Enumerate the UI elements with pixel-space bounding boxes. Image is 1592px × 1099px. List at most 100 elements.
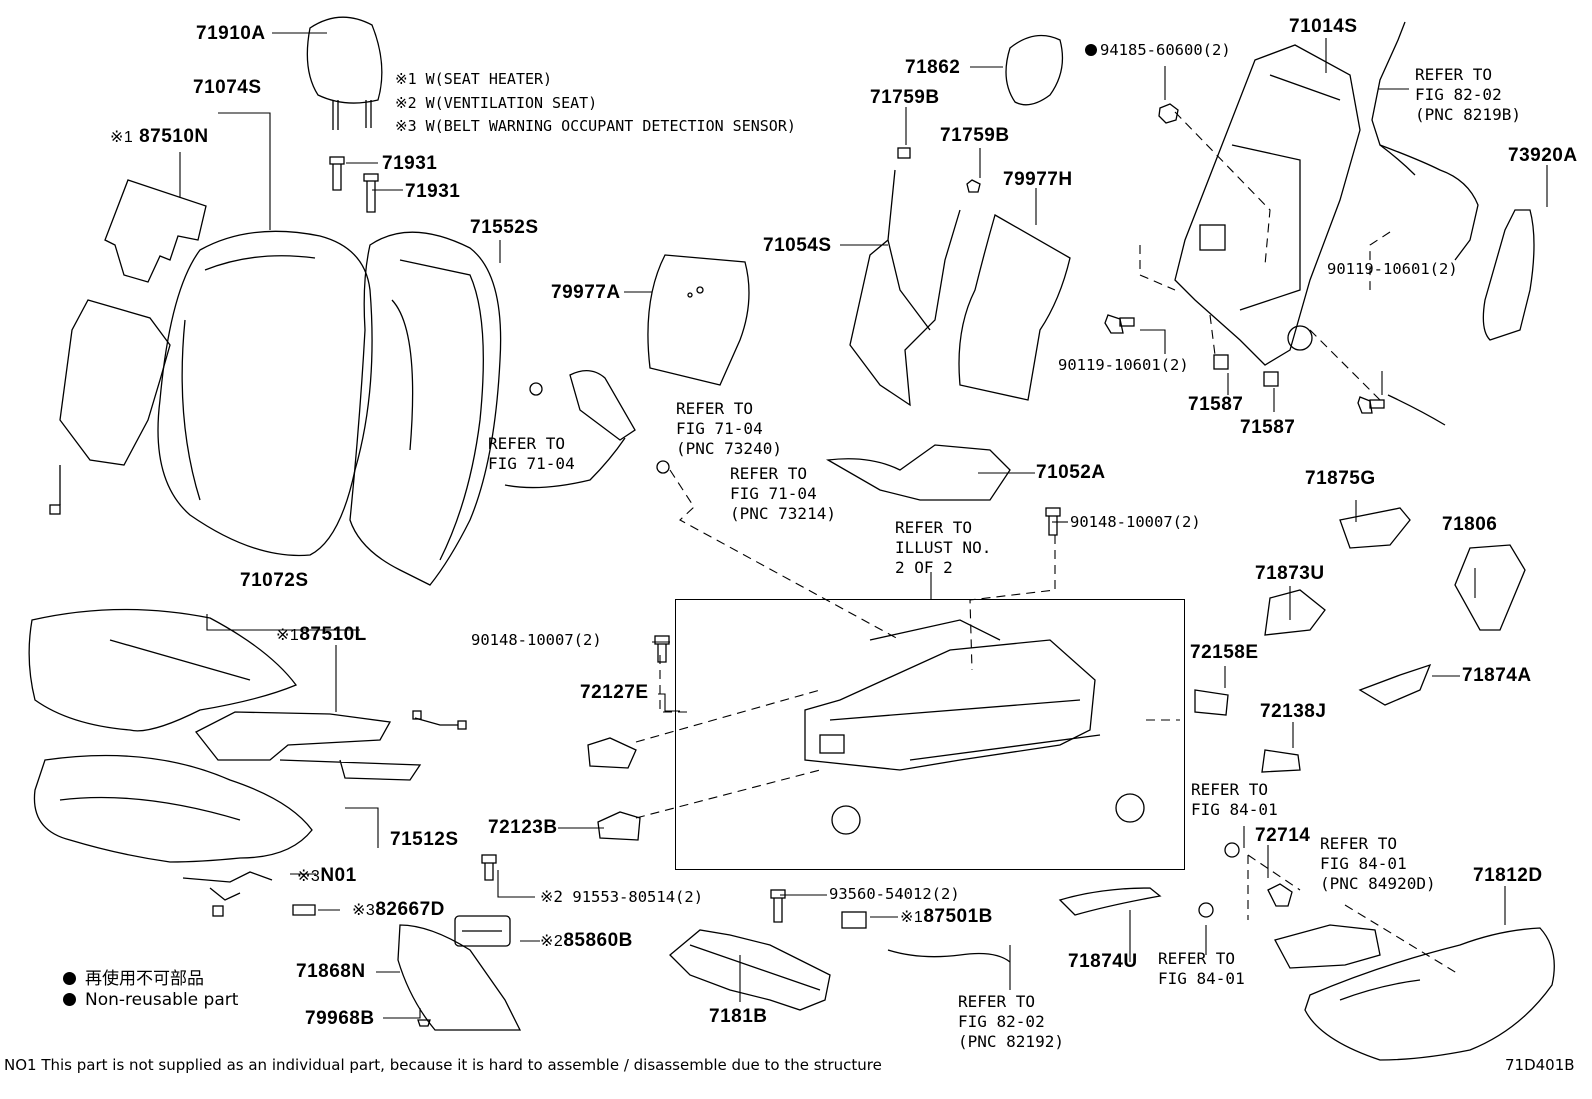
symbol-3: ※3 [297,868,321,885]
bolt-drawing-90119 [1104,314,1385,414]
part-label-71014S: 71014S [1289,16,1358,37]
frame-71014S-drawing [1174,44,1361,366]
ref-fig-84-01-c: REFER TO FIG 84-01 [1158,949,1245,988]
clip-71587-drawing [1213,354,1279,387]
cushion-cover-drawing [28,608,298,732]
code-91553: ※2 91553-80514(2) [540,887,703,906]
pad-79977H-drawing [958,214,1071,401]
ref-illust-2-of-2: REFER TO ILLUST NO. 2 OF 2 [895,518,992,577]
part-label-71587-b: 71587 [1240,417,1296,438]
bracket-71054S-drawing [849,169,961,407]
part-label-87510N-text: 87510N [139,126,209,147]
part-label-72714: 72714 [1255,825,1311,846]
code-94185: 94185-60600(2) [1085,41,1231,59]
headrest-drawing [306,16,383,130]
legend-dot-icon-2 [63,993,76,1006]
part-label-72158E: 72158E [1190,642,1259,663]
ref-fig-84-01-b: REFER TO FIG 84-01 (PNC 84920D) [1320,834,1436,893]
part-label-7181B: 7181B [709,1006,768,1027]
cover-72127E-drawing [587,737,637,769]
part-label-71812D: 71812D [1473,865,1543,886]
part-label-82667D: ※382667D [352,900,445,921]
symbol-2-b: ※2 [540,887,564,906]
ref-fig-82-02-bottom: REFER TO FIG 82-02 (PNC 82192) [958,992,1064,1051]
buckle-drawing [504,370,670,489]
airbag-73920A-drawing [1482,209,1535,341]
part-label-87510L-text: 87510L [299,624,367,645]
part-label-71512S: 71512S [390,829,459,850]
part-label-71074S: 71074S [193,77,262,98]
bolt-drawing-91553 [481,854,497,881]
non-reusable-dot [1085,44,1097,56]
legend-en-text: Non-reusable part [85,990,239,1010]
cover-72123B-drawing [597,811,641,841]
part-label-79968B: 79968B [305,1008,375,1029]
symbol-1: ※1 [110,129,134,146]
code-90148-a: 90148-10007(2) [1070,513,1201,531]
part-label-71587-a: 71587 [1188,394,1244,415]
ref-fig-71-04-a: REFER TO FIG 71-04 [488,434,575,473]
part-label-71862: 71862 [905,57,961,78]
part-label-72123B: 72123B [488,817,558,838]
seatback-cover-drawing [157,230,373,557]
part-71862-drawing [1005,34,1064,106]
part-label-87501B-text: 87501B [923,906,993,927]
part-label-71910A: 71910A [196,23,266,44]
seat-track-drawing [804,619,1145,835]
cushion-pad-drawing [33,754,313,863]
part-label-71931-b: 71931 [405,181,461,202]
part-label-72138J: 72138J [1260,701,1327,722]
footer-note: NO1 This part is not supplied as an indi… [4,1056,882,1074]
heater-mat-87510L-drawing [195,710,467,781]
part-label-82667D-text: 82667D [375,899,445,920]
note-ventilation: ※2 W(VENTILATION SEAT) [395,94,598,112]
ref-fig-84-01-a: REFER TO FIG 84-01 [1191,780,1278,819]
part-label-71873U: 71873U [1255,563,1325,584]
heater-mat-87510N-drawing [49,179,207,515]
nut-drawing-94185 [1158,103,1179,124]
part-label-73920A: 73920A [1508,145,1578,166]
note-belt-warning: ※3 W(BELT WARNING OCCUPANT DETECTION SEN… [395,117,796,135]
wire-71052A-drawing [825,444,1011,501]
pad-79977A-drawing [647,254,750,386]
right-small-parts-drawing [1194,507,1526,773]
part-label-71759B-a: 71759B [870,87,940,108]
part-label-71054S: 71054S [763,235,832,256]
part-label-71806: 71806 [1442,514,1498,535]
code-94185-text: 94185-60600(2) [1100,41,1231,59]
part-label-87501B: ※187501B [900,907,993,928]
leader-lines [179,32,1548,1019]
code-90119-a: 90119-10601(2) [1058,356,1189,374]
clip-71759B-drawing [897,147,981,193]
part-label-71052A: 71052A [1036,462,1106,483]
dashed-guides [635,111,1461,976]
legend-japanese: 再使用不可部品 [63,964,204,989]
part-label-N01: ※3N01 [297,866,357,887]
part-label-71875G: 71875G [1305,468,1376,489]
bolt-drawing-71931 [329,156,379,213]
harness-drawing-top [1371,21,1479,426]
legend-english: Non-reusable part [63,990,238,1010]
part-label-71072S: 71072S [240,570,309,591]
bolt-drawing-93560 [770,889,786,923]
ref-fig-82-02-top: REFER TO FIG 82-02 (PNC 8219B) [1415,65,1521,124]
code-90119-b: 90119-10601(2) [1327,260,1458,278]
part-87501B-drawing [841,911,1011,963]
sensor-N01-drawing [182,871,273,917]
part-label-71874A: 71874A [1462,665,1532,686]
note-seat-heater: ※1 W(SEAT HEATER) [395,70,553,88]
part-label-79977A: 79977A [551,282,621,303]
legend-dot-icon [63,972,76,985]
part-label-85860B: ※285860B [540,931,633,952]
part-label-72127E: 72127E [580,682,649,703]
switch-assembly-drawing [1198,842,1381,969]
clip-79968B-drawing [417,1019,431,1027]
ref-fig-71-04-b: REFER TO FIG 71-04 (PNC 73240) [676,399,782,458]
legend-jp-text: 再使用不可部品 [85,969,204,989]
part-label-71759B-b: 71759B [940,125,1010,146]
part-label-71931-a: 71931 [382,153,438,174]
part-label-85860B-text: 85860B [563,930,633,951]
part-71874U-drawing [1058,887,1162,916]
part-label-71868N: 71868N [296,961,366,982]
symbol-1-c: ※1 [900,909,924,926]
